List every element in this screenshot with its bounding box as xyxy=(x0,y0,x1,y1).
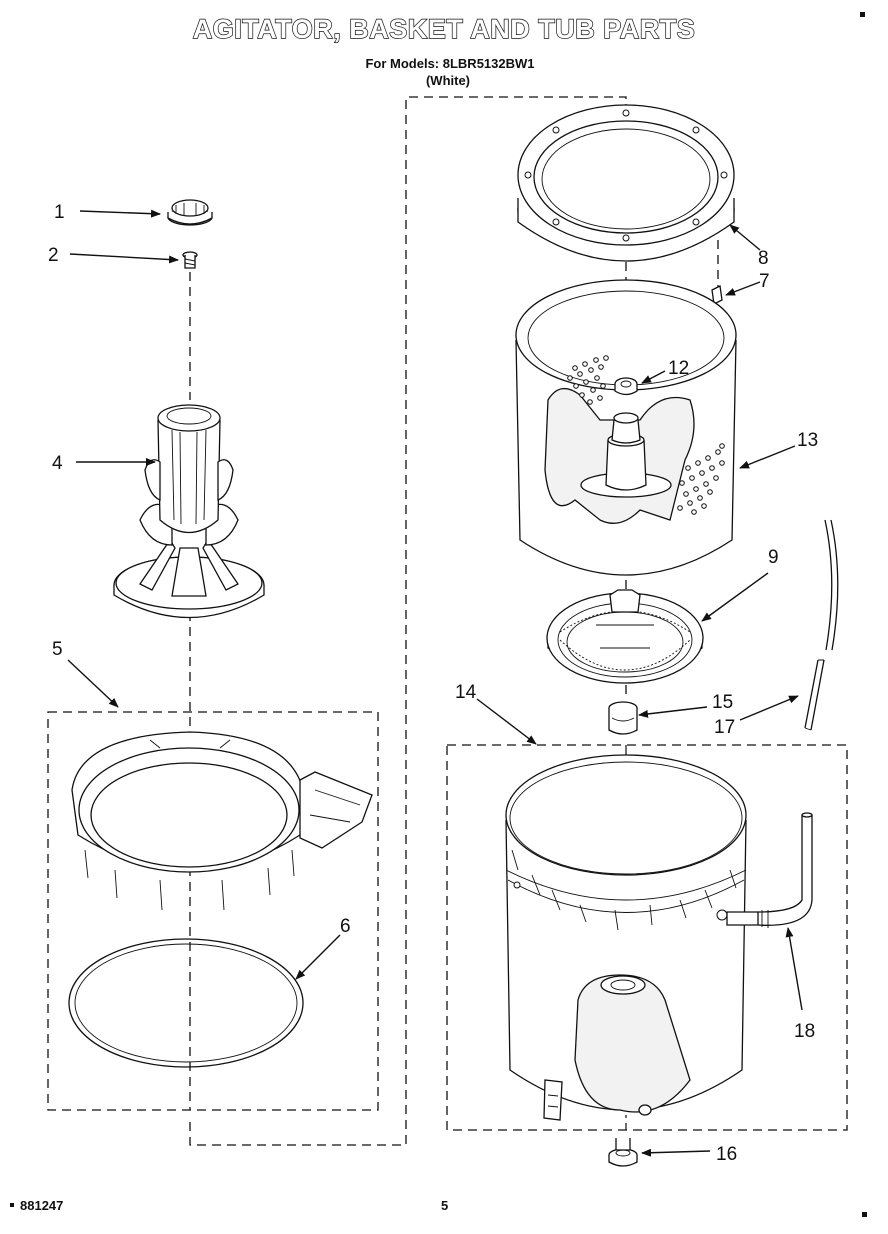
callout-15: 15 xyxy=(712,692,733,713)
agitator-screw-part xyxy=(182,251,198,269)
tub-seal-part xyxy=(608,1138,638,1167)
model-subtitle: For Models: 8LBR5132BW1 xyxy=(365,56,535,71)
callout-13: 13 xyxy=(797,430,818,451)
outer-tub-group-box xyxy=(446,744,848,1131)
callout-9: 9 xyxy=(768,547,779,568)
basket-balance-ring-part xyxy=(517,104,735,262)
page-title: AGITATOR, BASKET AND TUB PARTS xyxy=(192,13,696,44)
agitator-cap-part xyxy=(167,199,213,226)
callout-12: 12 xyxy=(668,358,689,379)
basket-holes-right xyxy=(677,443,725,515)
callout-1: 1 xyxy=(54,202,65,223)
agitator-part xyxy=(113,404,265,619)
callout-16: 16 xyxy=(716,1144,737,1165)
document-number: 881247 xyxy=(20,1198,64,1213)
drive-block-part xyxy=(546,589,704,684)
page-number: 5 xyxy=(441,1198,449,1213)
callout-8: 8 xyxy=(758,248,769,269)
tub-bearing-part xyxy=(608,701,638,735)
spin-basket-part xyxy=(515,279,737,576)
callout-17: 17 xyxy=(714,717,735,738)
tub-hose-part xyxy=(726,812,813,928)
callout-2: 2 xyxy=(48,245,59,266)
callout-14: 14 xyxy=(455,682,477,703)
tub-seal-ring-part xyxy=(68,938,304,1068)
callout-labels: 1 2 4 5 6 7 8 9 12 13 14 15 16 17 18 xyxy=(48,202,818,1165)
corner-marks xyxy=(10,12,867,1217)
basket-nut-part xyxy=(614,377,638,396)
splash-guard-group-box xyxy=(47,711,379,1111)
callout-6: 6 xyxy=(340,916,351,937)
tub-ring-part xyxy=(71,731,373,911)
callout-4: 4 xyxy=(52,453,63,474)
color-subtitle: (White) xyxy=(425,73,471,88)
clip-part xyxy=(711,285,723,305)
drain-hose-part xyxy=(804,519,839,731)
callout-5: 5 xyxy=(52,639,63,660)
basket-holes-left xyxy=(567,355,609,405)
callout-7: 7 xyxy=(759,271,770,292)
callout-arrows xyxy=(67,209,803,1157)
callout-18: 18 xyxy=(794,1021,815,1042)
outer-tub-part xyxy=(505,754,747,1121)
